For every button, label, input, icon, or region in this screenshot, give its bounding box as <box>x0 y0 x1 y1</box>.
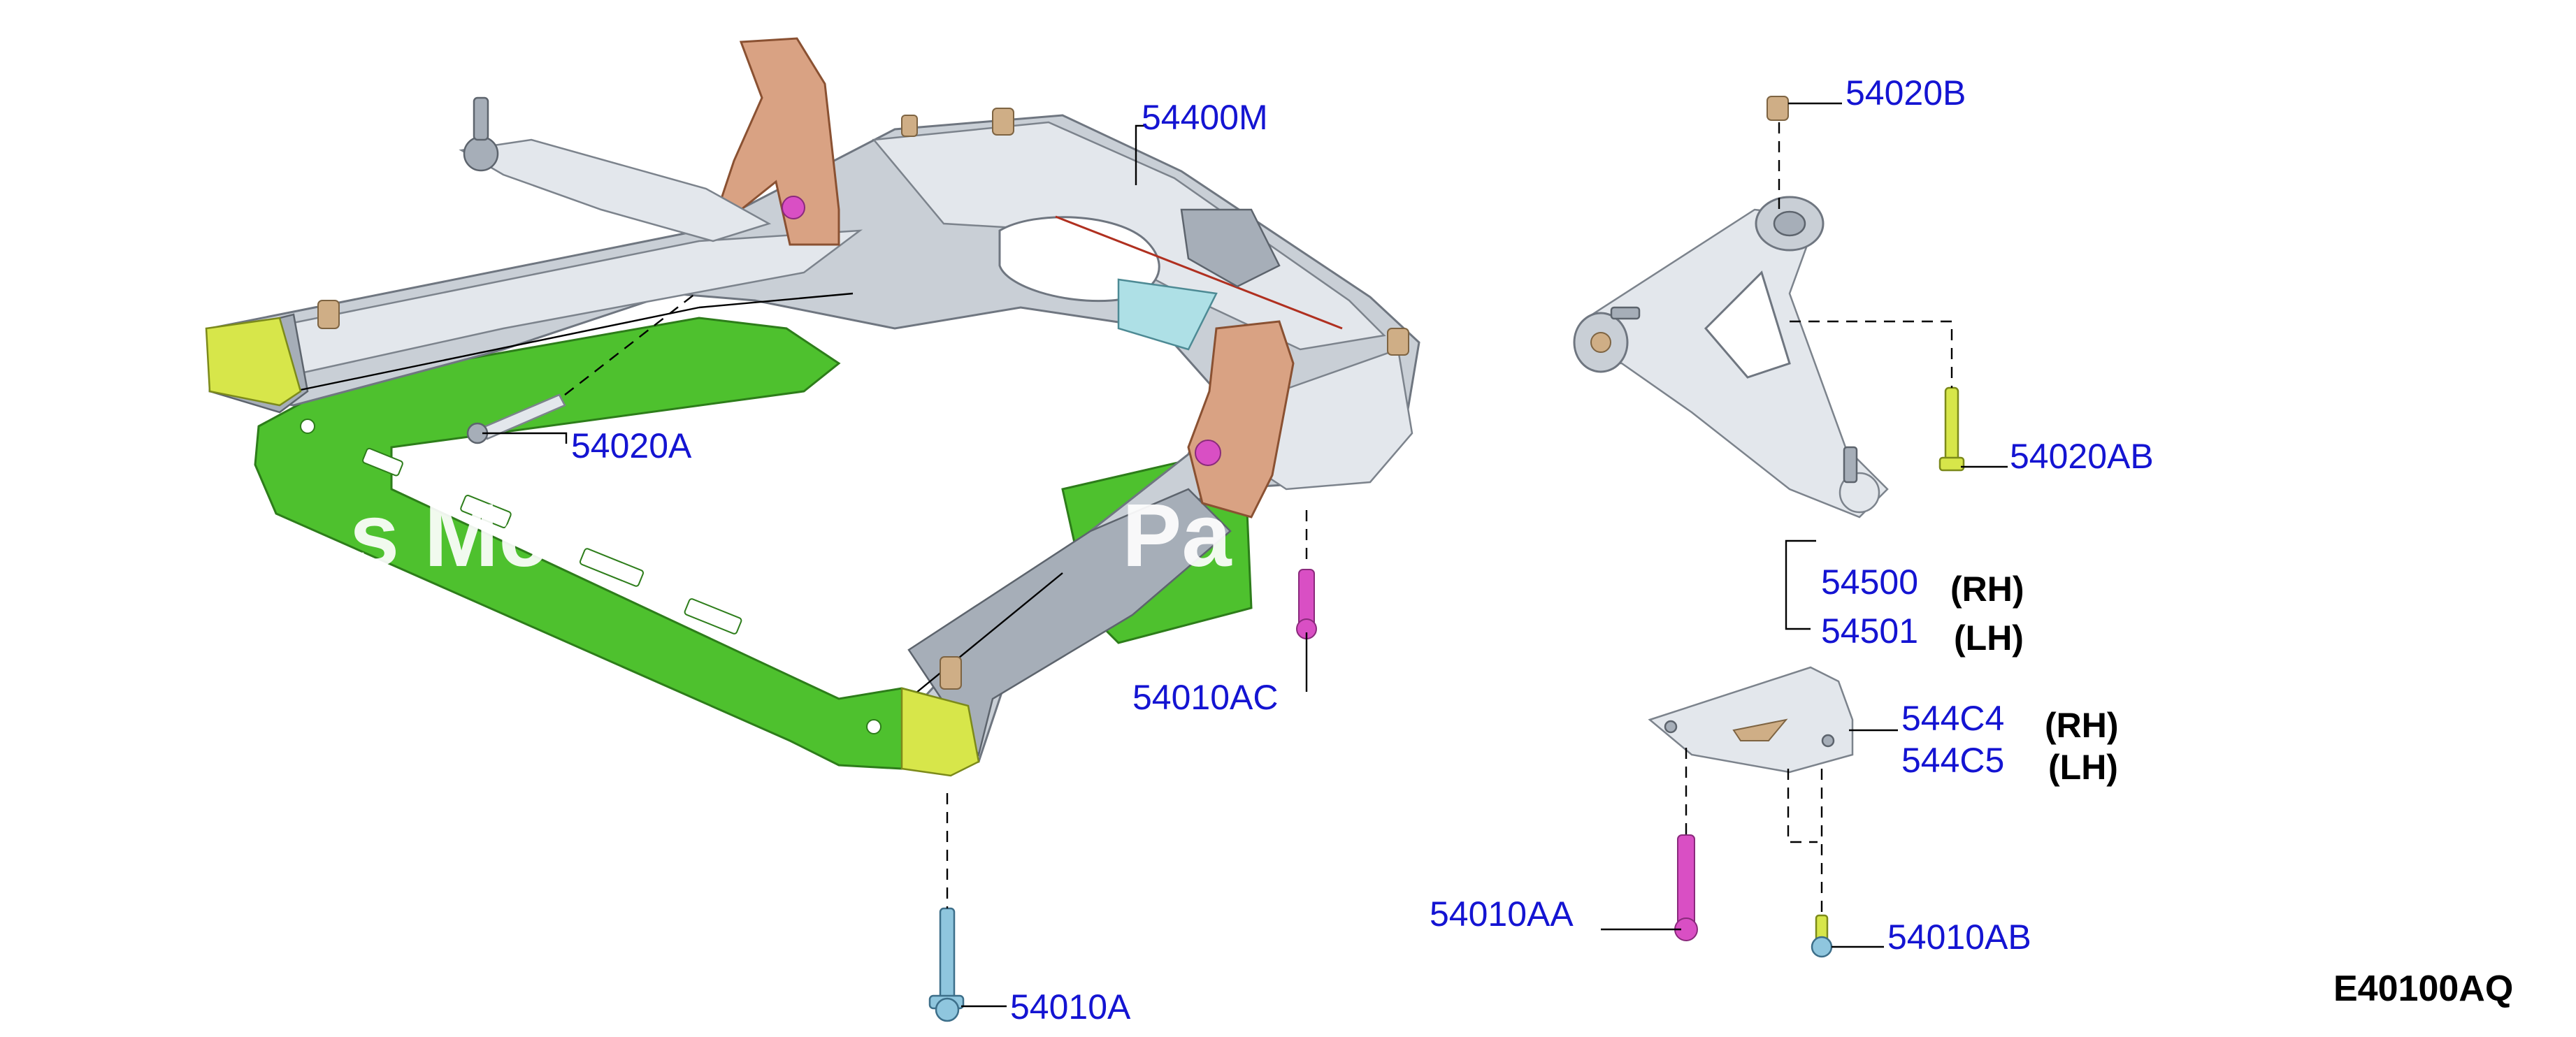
link-bracket-assembly <box>1648 666 1854 958</box>
callout-54020b[interactable]: 54020B <box>1845 73 1966 113</box>
transverse-link-assembly <box>1573 96 1965 518</box>
arm-mounting-brackets <box>711 37 1295 518</box>
callout-544c5[interactable]: 544C5 <box>1901 741 2004 780</box>
watermark-text-right: Pa <box>1122 486 1232 586</box>
callout-54010a[interactable]: 54010A <box>1010 987 1131 1027</box>
bolt-54010a-shape <box>928 907 965 1022</box>
callout-54500[interactable]: 54500 <box>1821 563 1918 602</box>
watermark: s Me Pa <box>350 486 1232 586</box>
callout-54501[interactable]: 54501 <box>1821 611 1918 651</box>
mount-studs <box>317 108 1409 690</box>
watermark-text-left: s Me <box>350 486 549 586</box>
mount-end-plates <box>205 317 980 777</box>
side-label-rh-link: (RH) <box>1950 570 2024 609</box>
bolt-54010ab-shape <box>1811 914 1833 958</box>
side-label-lh-bracket: (LH) <box>2048 748 2118 787</box>
upper-link-arm <box>459 96 772 242</box>
callout-54020a[interactable]: 54020A <box>571 426 692 465</box>
suspension-member-assembly <box>205 37 1420 1022</box>
callout-54020ab[interactable]: 54020AB <box>2010 437 2154 476</box>
callout-54010ac[interactable]: 54010AC <box>1132 678 1279 717</box>
leader-lines <box>482 102 2008 1008</box>
bolt-54020ab-shape <box>1938 386 1965 472</box>
callout-54010aa[interactable]: 54010AA <box>1430 894 1574 934</box>
figure-code: E40100AQ <box>2333 969 2513 1009</box>
callout-54010ab[interactable]: 54010AB <box>1887 918 2031 957</box>
callout-544c4[interactable]: 544C4 <box>1901 699 2004 738</box>
callout-labels: 54400M 54020A 54010AC 54010A 54020B 5402… <box>571 73 2513 1027</box>
bolt-54010aa-shape <box>1674 834 1698 941</box>
side-label-lh-link: (LH) <box>1954 618 2024 658</box>
bolt-54010ac-shape <box>1296 569 1317 639</box>
nut-54020b-shape <box>1766 96 1789 121</box>
callout-54400m[interactable]: 54400M <box>1142 98 1268 137</box>
side-label-rh-bracket: (RH) <box>2045 706 2119 745</box>
